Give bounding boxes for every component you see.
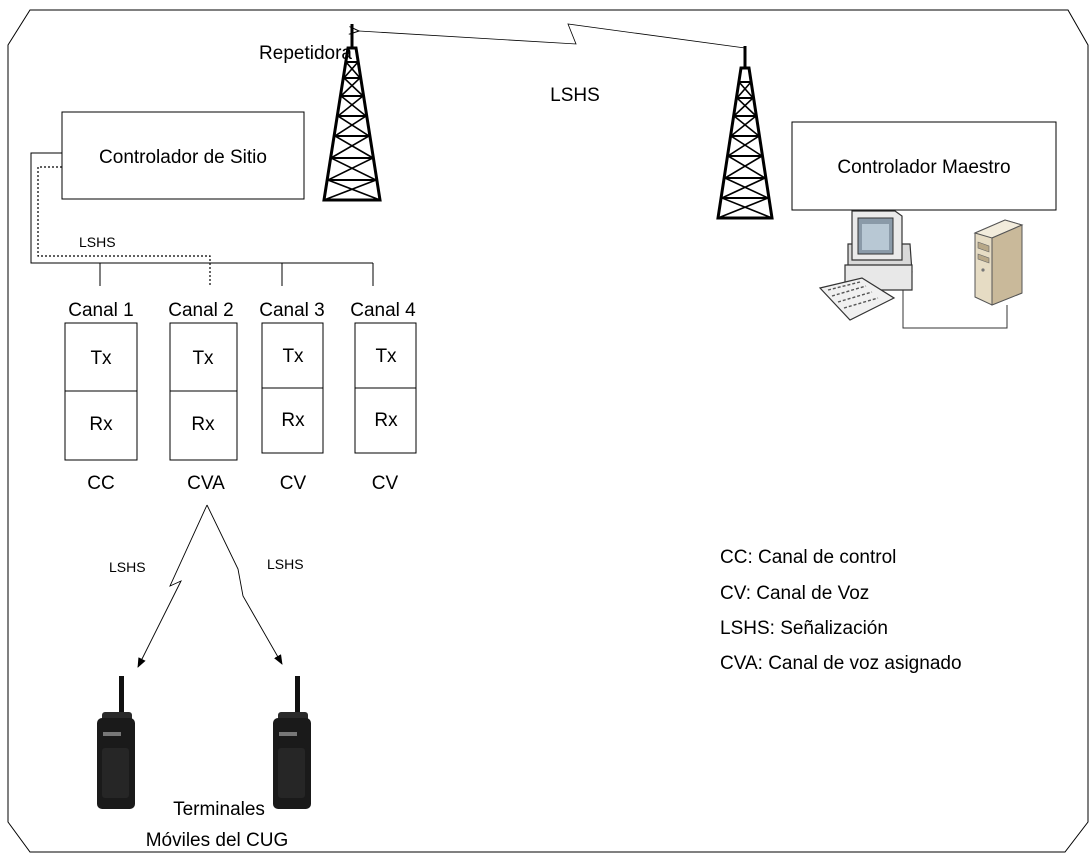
tower-icon bbox=[322, 24, 382, 202]
channel-bus bbox=[30, 152, 374, 286]
channel-3: Canal 3 Tx Rx CV bbox=[259, 300, 325, 494]
master-controller-box bbox=[791, 121, 1057, 211]
lshs-link-left bbox=[137, 504, 208, 668]
repeater-label: Repetidora bbox=[259, 43, 352, 64]
tower-icon bbox=[716, 46, 774, 220]
terminals-label-line2: Móviles del CUG bbox=[146, 830, 289, 851]
channel-type: CVA bbox=[187, 473, 225, 494]
channel-4: Canal 4 Tx Rx CV bbox=[350, 300, 417, 494]
lshs-dotted-line bbox=[37, 166, 211, 286]
radio-icon bbox=[97, 676, 135, 809]
master-controller-label: Controlador Maestro bbox=[837, 157, 1010, 178]
legend: CC: Canal de control CV: Canal de Voz LS… bbox=[720, 547, 962, 674]
legend-item: CV: Canal de Voz bbox=[720, 583, 869, 604]
terminals-label-line1: Terminales bbox=[173, 799, 265, 820]
lshs-top-label: LSHS bbox=[550, 85, 600, 106]
radio-icon bbox=[273, 676, 311, 809]
computer-icon bbox=[818, 210, 913, 321]
tx-label: Tx bbox=[282, 346, 304, 367]
rx-label: Rx bbox=[374, 410, 398, 431]
legend-item: CC: Canal de control bbox=[720, 547, 896, 568]
lshs-right-label: LSHS bbox=[267, 556, 304, 572]
lshs-left-label: LSHS bbox=[109, 559, 146, 575]
channel-type: CC bbox=[87, 473, 114, 494]
computer-server-cable bbox=[902, 290, 1008, 329]
channel-type: CV bbox=[280, 473, 307, 494]
diagram-frame bbox=[7, 9, 1089, 853]
rx-label: Rx bbox=[89, 414, 113, 435]
tx-label: Tx bbox=[90, 348, 112, 369]
channel-name: Canal 2 bbox=[168, 300, 234, 321]
channel-2: Canal 2 Tx Rx CVA bbox=[168, 300, 238, 494]
rx-label: Rx bbox=[191, 414, 215, 435]
site-controller-box bbox=[61, 111, 305, 200]
channel-1: Canal 1 Tx Rx CC bbox=[64, 300, 138, 494]
channel-name: Canal 4 bbox=[350, 300, 416, 321]
legend-item: LSHS: Señalización bbox=[720, 618, 888, 639]
channel-name: Canal 3 bbox=[259, 300, 325, 321]
channel-name: Canal 1 bbox=[68, 300, 134, 321]
lshs-site-label: LSHS bbox=[79, 234, 116, 250]
site-controller-label: Controlador de Sitio bbox=[99, 147, 267, 168]
channel-type: CV bbox=[372, 473, 399, 494]
legend-item: CVA: Canal de voz asignado bbox=[720, 653, 962, 674]
tx-label: Tx bbox=[192, 348, 214, 369]
lshs-link-right bbox=[206, 504, 283, 665]
tx-label: Tx bbox=[375, 346, 397, 367]
lshs-link-towers bbox=[359, 23, 746, 49]
server-icon bbox=[973, 219, 1024, 306]
rx-label: Rx bbox=[281, 410, 305, 431]
